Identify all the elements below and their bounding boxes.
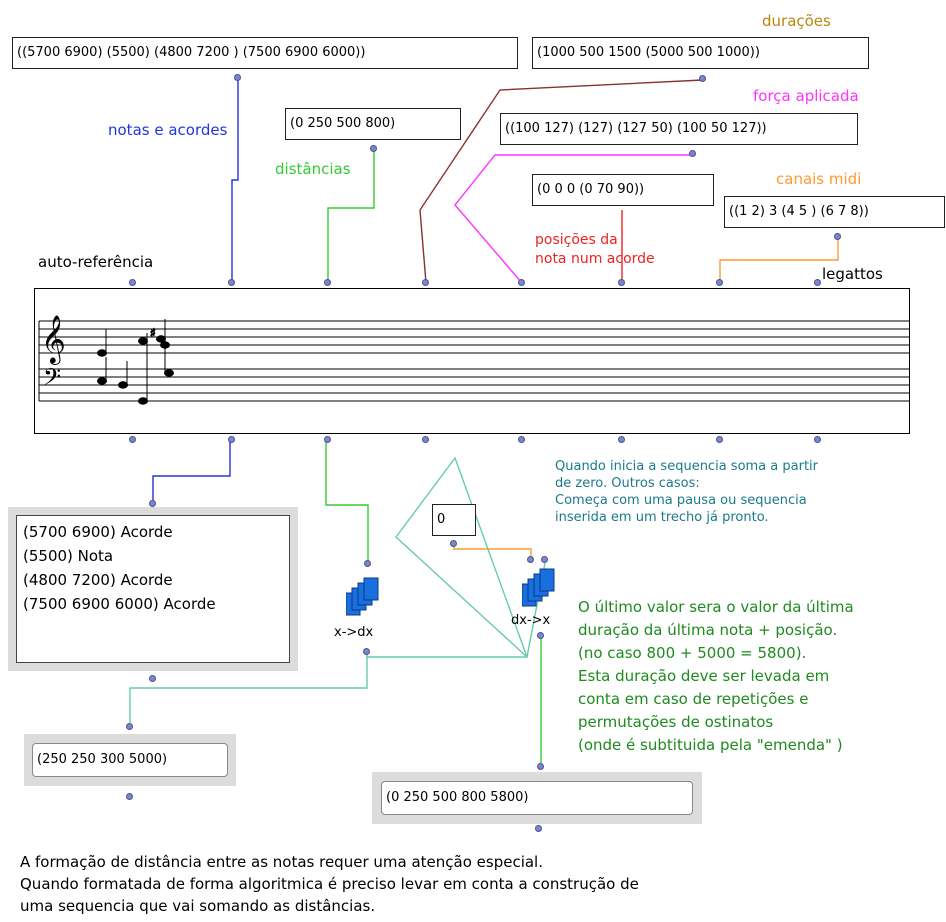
chordseq-outlet-7[interactable] <box>716 436 723 443</box>
chordseq-inlet-channels[interactable] <box>716 279 723 286</box>
distances-label: distâncias <box>275 160 351 178</box>
channels-outlet[interactable] <box>834 233 841 240</box>
chordseq-outlet-3[interactable] <box>324 436 331 443</box>
x-dx-label: x->dx <box>334 625 374 640</box>
green-comment-1: O último valor sera o valor da última <box>578 598 854 616</box>
green-comment-5: conta em caso de repetições e <box>578 690 809 708</box>
chordseq-outlet-1[interactable] <box>129 436 136 443</box>
teal-comment-3: Começa com uma pausa ou sequencia <box>555 493 807 508</box>
green-comment-7: (onde é subtituida pela "emenda" ) <box>578 736 843 754</box>
treble-clef-icon: 𝄞 <box>41 314 66 365</box>
force-label: força aplicada <box>753 87 859 105</box>
chordseq-inlet-self[interactable] <box>129 279 136 286</box>
teal-comment-4: inserida em um trecho já pronto. <box>555 510 769 525</box>
force-input-box[interactable]: ((100 127) (127) (127 50) (100 50 127)) <box>500 113 858 145</box>
teal-comment-1: Quando inicia a sequencia soma a partir <box>555 459 818 474</box>
bass-clef-icon: 𝄢 <box>43 363 61 396</box>
chord-list-line: (5700 6900) Acorde <box>23 523 173 541</box>
chordseq-inlet-positions[interactable] <box>618 279 625 286</box>
chordseq-outlet-2[interactable] <box>228 436 235 443</box>
dx-x-result-box[interactable]: (0 250 500 800 5800) <box>381 781 693 815</box>
bottom-comment-1: A formação de distância entre as notas r… <box>20 853 543 871</box>
legattos-label: legattos <box>822 265 883 283</box>
green-comment-6: permutações de ostinatos <box>578 713 774 731</box>
result1-inlet[interactable] <box>126 723 133 730</box>
dx-x-result-panel: (0 250 500 800 5800) <box>372 772 702 824</box>
list-inlet[interactable] <box>149 500 156 507</box>
x-dx-outlet[interactable] <box>363 648 370 655</box>
chordseq-outlet-6[interactable] <box>618 436 625 443</box>
distances-input-box[interactable]: (0 250 500 800) <box>285 108 461 140</box>
x-dx-inlet[interactable] <box>364 560 371 567</box>
chord-list-line: (7500 6900 6000) Acorde <box>23 595 216 613</box>
chordseq-outlet-4[interactable] <box>422 436 429 443</box>
chordseq-outlet-5[interactable] <box>518 436 525 443</box>
green-comment-3: (no caso 800 + 5000 = 5800). <box>578 644 807 662</box>
bottom-comment-3: uma sequencia que vai somando as distânc… <box>20 897 376 915</box>
chordseq-inlet-durations[interactable] <box>422 279 429 286</box>
positions-input-box[interactable]: (0 0 0 (0 70 90)) <box>532 174 714 206</box>
notes-outlet[interactable] <box>234 74 241 81</box>
x-dx-result-box[interactable]: (250 250 300 5000) <box>32 743 228 777</box>
zero-input-box[interactable]: 0 <box>432 504 476 536</box>
chordseq-inlet-distances[interactable] <box>324 279 331 286</box>
midi-channels-input-box[interactable]: ((1 2) 3 (4 5 ) (6 7 8)) <box>724 196 945 228</box>
notes-input-box[interactable]: ((5700 6900) (5500) (4800 7200 ) (7500 6… <box>12 37 518 69</box>
notes-chords-label: notas e acordes <box>108 121 228 139</box>
notes-icon: ♯ <box>97 319 174 405</box>
result1-outlet[interactable] <box>126 793 133 800</box>
chord-position-label-line1: posições da <box>535 232 618 248</box>
x-dx-function-icon[interactable] <box>345 577 384 619</box>
self-reference-label: auto-referência <box>38 253 154 271</box>
x-dx-result-panel: (250 250 300 5000) <box>24 734 236 786</box>
distances-outlet[interactable] <box>370 145 377 152</box>
dx-x-function-icon[interactable] <box>521 568 560 610</box>
chord-list-line: (4800 7200) Acorde <box>23 571 173 589</box>
chord-list-text[interactable]: (5700 6900) Acorde (5500) Nota (4800 720… <box>16 515 290 663</box>
grand-staff: 𝄞 𝄢 ♯ <box>38 314 909 405</box>
chordseq-inlet-legattos[interactable] <box>814 279 821 286</box>
dx-x-inlet-2[interactable] <box>541 556 548 563</box>
chordseq-inlet-notes[interactable] <box>228 279 235 286</box>
chord-seq-editor[interactable]: 𝄞 𝄢 ♯ <box>34 288 910 434</box>
teal-comment-2: de zero. Outros casos: <box>555 476 700 491</box>
durations-input-box[interactable]: (1000 500 1500 (5000 500 1000)) <box>532 37 869 69</box>
chord-position-label-line2: nota num acorde <box>535 251 655 267</box>
svg-text:♯: ♯ <box>150 326 156 340</box>
chordseq-inlet-force[interactable] <box>518 279 525 286</box>
zero-outlet[interactable] <box>450 540 457 547</box>
chordseq-outlet-8[interactable] <box>814 436 821 443</box>
durations-outlet[interactable] <box>699 75 706 82</box>
dx-x-inlet-1[interactable] <box>527 556 534 563</box>
chord-list-line: (5500) Nota <box>23 547 114 565</box>
midi-channels-label: canais midi <box>776 170 862 188</box>
dx-x-outlet[interactable] <box>537 632 544 639</box>
chord-list-panel: (5700 6900) Acorde (5500) Nota (4800 720… <box>8 507 298 671</box>
bottom-comment-2: Quando formatada de forma algoritmica é … <box>20 875 639 893</box>
green-comment-2: duração da última nota + posição. <box>578 621 838 639</box>
dx-x-label: dx->x <box>511 613 551 628</box>
force-outlet[interactable] <box>689 150 696 157</box>
durations-label: durações <box>762 12 831 30</box>
list-outlet[interactable] <box>149 675 156 682</box>
green-comment-4: Esta duração deve ser levada em <box>578 667 830 685</box>
result2-inlet[interactable] <box>537 763 544 770</box>
result2-outlet[interactable] <box>535 825 542 832</box>
